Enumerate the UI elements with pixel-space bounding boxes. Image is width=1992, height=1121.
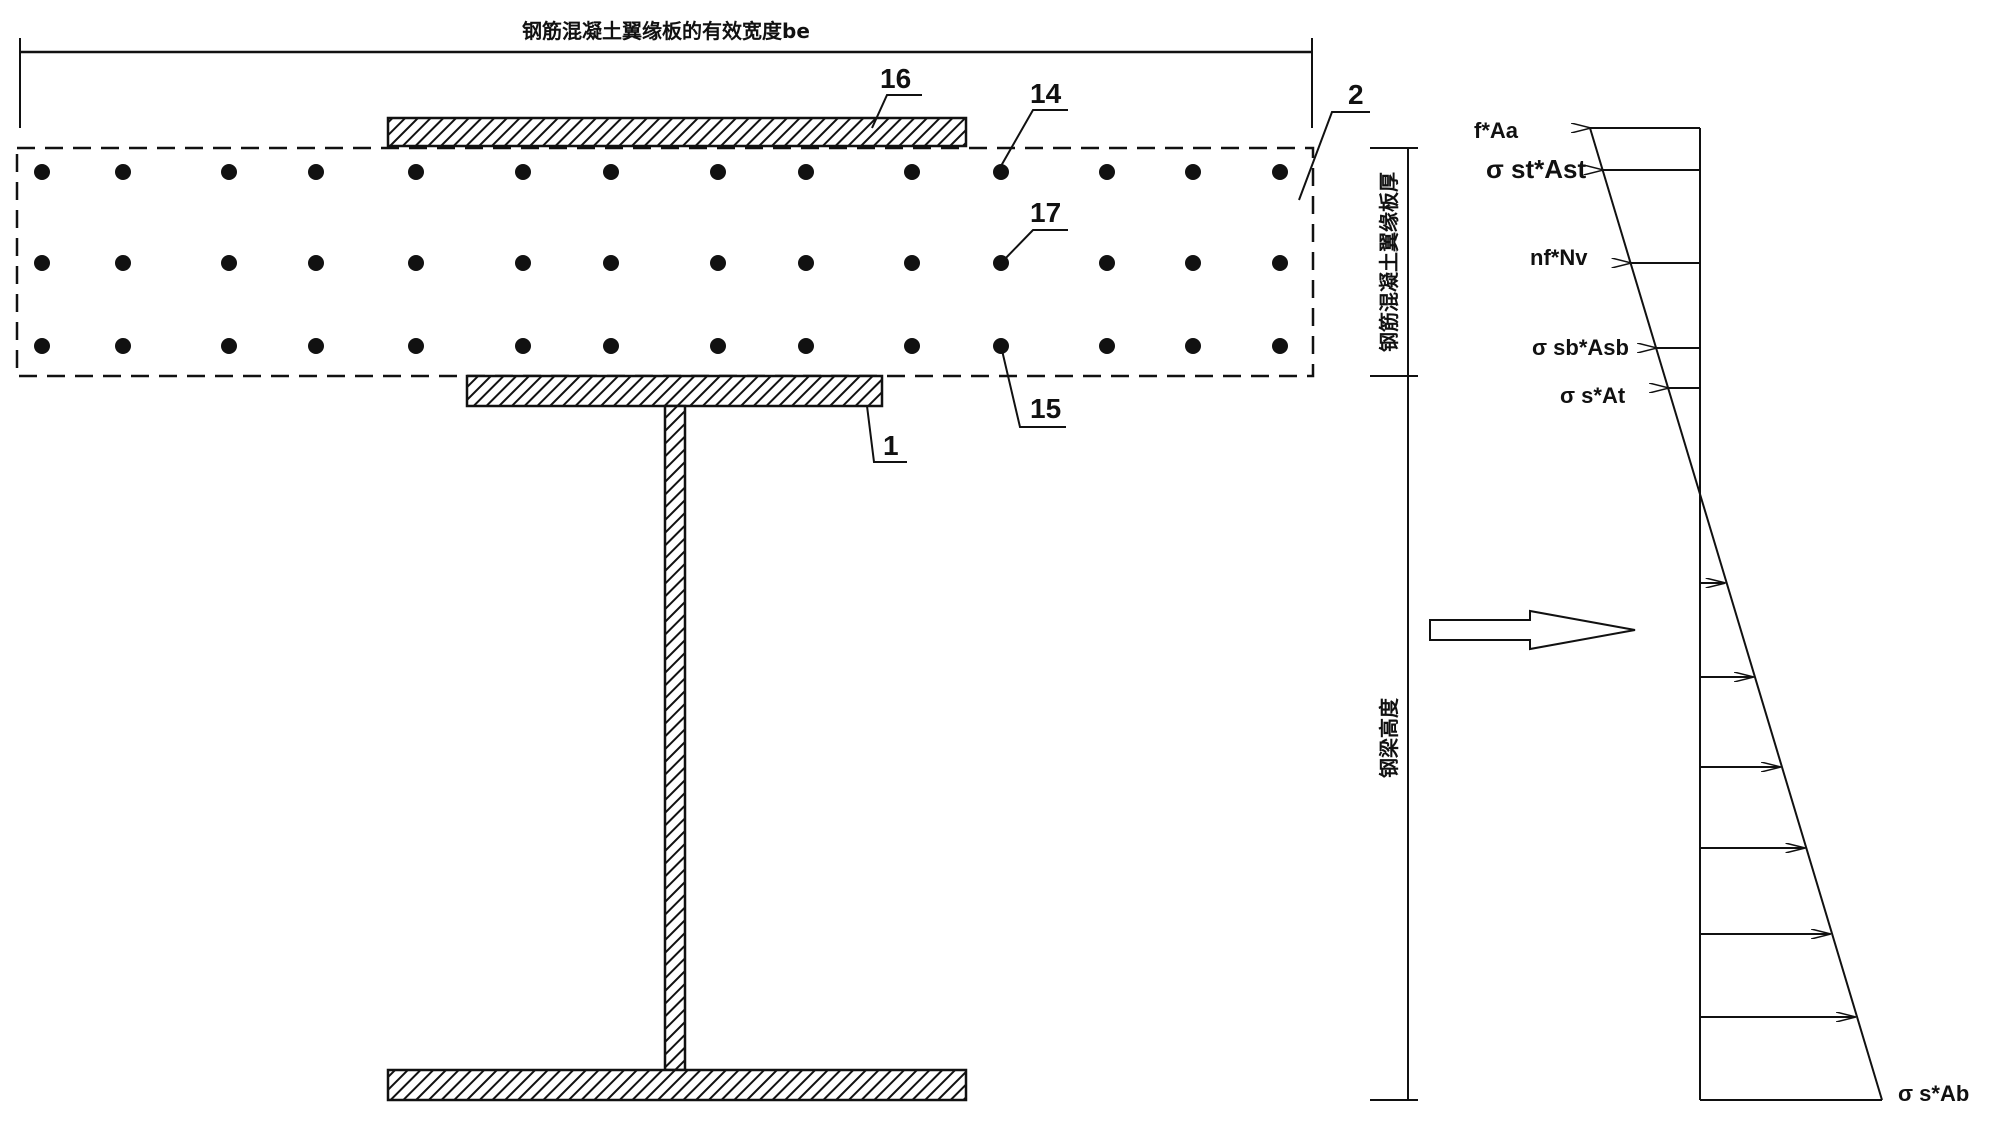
stress-arrows (1590, 128, 1855, 1017)
concrete-slab-outline (15, 146, 1315, 378)
rebar-dot (798, 255, 814, 271)
rebar-dot (1185, 255, 1201, 271)
effective-width-dimension: 钢筋混凝土翼缘板的有效宽度be (19, 19, 1313, 128)
rebar-dot (603, 338, 619, 354)
rebar-dot (1099, 338, 1115, 354)
rebar-dot (221, 255, 237, 271)
rebar-dot (34, 338, 50, 354)
rebar-dot (603, 164, 619, 180)
bottom-flange (386, 1068, 968, 1102)
rebar-dot (710, 255, 726, 271)
rebar-dot (1272, 338, 1288, 354)
rebar-dot (798, 164, 814, 180)
rebar-dot (221, 164, 237, 180)
rebar-dot (1185, 164, 1201, 180)
rebar-dot (1185, 338, 1201, 354)
force-label-nf-nv: nf*Nv (1530, 245, 1588, 270)
rebar-dot (603, 255, 619, 271)
force-label-sigma-s-ab: σ s*Ab (1898, 1081, 1969, 1106)
rebar-dot (308, 255, 324, 271)
rebar-dot (798, 338, 814, 354)
rebar-dot (904, 338, 920, 354)
callout-17: 17 (1030, 197, 1061, 228)
force-label-sigma-st: σ st*Ast (1486, 154, 1586, 184)
rebar-dot (710, 164, 726, 180)
beam-height-label: 钢梁高度 (1377, 697, 1401, 778)
callout-14: 14 (1030, 78, 1062, 109)
rebar-dot (515, 338, 531, 354)
callouts: 16 14 2 17 15 1 (866, 63, 1370, 463)
rebar-dot (408, 338, 424, 354)
rebar-dot (1099, 255, 1115, 271)
rebar-dot (408, 255, 424, 271)
top-flange (465, 374, 884, 408)
rebar-dot (904, 255, 920, 271)
rebar-dot (221, 338, 237, 354)
rebar-dot (115, 164, 131, 180)
rebar-dot (1272, 164, 1288, 180)
rebar-group (34, 164, 1288, 354)
effective-width-label: 钢筋混凝土翼缘板的有效宽度be (522, 19, 810, 43)
rebar-dot (904, 164, 920, 180)
height-dimension: 钢筋混凝土翼缘板厚 钢梁高度 (1370, 147, 1418, 1101)
transform-arrow-icon (1429, 609, 1636, 651)
rebar-dot (308, 338, 324, 354)
rebar-dot (993, 164, 1009, 180)
stress-distribution-diagram (1590, 128, 1883, 1101)
force-label-f-aa: f*Aa (1474, 118, 1519, 143)
callout-1: 1 (883, 430, 899, 461)
cover-plate (386, 116, 968, 148)
rebar-dot (710, 338, 726, 354)
force-label-sigma-sb: σ sb*Asb (1532, 335, 1629, 360)
rebar-dot (34, 255, 50, 271)
rebar-dot (34, 164, 50, 180)
force-labels: f*Aa σ st*Ast nf*Nv σ sb*Asb σ s*At σ s*… (1474, 118, 1969, 1106)
rebar-dot (115, 255, 131, 271)
callout-2: 2 (1348, 79, 1364, 110)
rebar-dot (115, 338, 131, 354)
force-label-sigma-s-at: σ s*At (1560, 383, 1626, 408)
slab-thickness-label: 钢筋混凝土翼缘板厚 (1377, 172, 1401, 352)
web (663, 404, 687, 1072)
callout-16: 16 (880, 63, 911, 94)
callout-15: 15 (1030, 393, 1061, 424)
rebar-dot (1099, 164, 1115, 180)
steel-i-beam (386, 374, 968, 1102)
rebar-dot (408, 164, 424, 180)
rebar-dot (515, 164, 531, 180)
rebar-dot (515, 255, 531, 271)
rebar-dot (1272, 255, 1288, 271)
rebar-dot (308, 164, 324, 180)
